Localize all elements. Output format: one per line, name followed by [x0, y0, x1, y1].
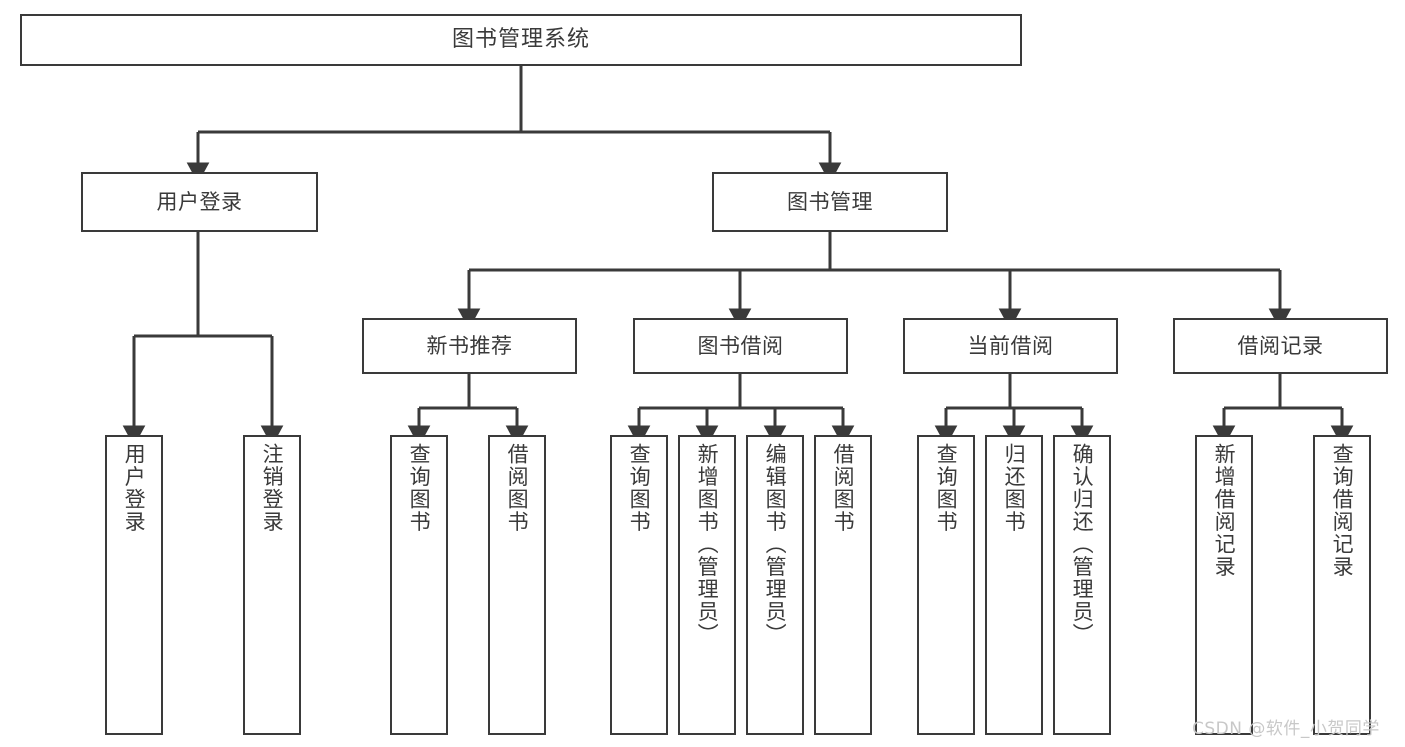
leaf-add-book[interactable]: 新增图书（管理员） [678, 435, 736, 735]
node-current-borrow[interactable]: 当前借阅 [903, 318, 1118, 374]
leaf-confirm-return-label: 确认归还（管理员） [1070, 443, 1095, 646]
node-borrow-record[interactable]: 借阅记录 [1173, 318, 1388, 374]
leaf-logout-label: 注销登录 [260, 443, 285, 533]
node-book-manage-label: 图书管理 [787, 189, 873, 214]
leaf-borrow-book-2[interactable]: 借阅图书 [814, 435, 872, 735]
leaf-confirm-return[interactable]: 确认归还（管理员） [1053, 435, 1111, 735]
leaf-edit-book[interactable]: 编辑图书（管理员） [746, 435, 804, 735]
leaf-query-book-1[interactable]: 查询图书 [390, 435, 448, 735]
node-root[interactable]: 图书管理系统 [20, 14, 1022, 66]
leaf-query-record-label: 查询借阅记录 [1330, 443, 1355, 578]
node-user-login-label: 用户登录 [156, 189, 243, 214]
node-current-borrow-label: 当前借阅 [967, 333, 1054, 358]
leaf-borrow-book-1[interactable]: 借阅图书 [488, 435, 546, 735]
node-book-borrow-label: 图书借阅 [697, 333, 784, 358]
leaf-return-book[interactable]: 归还图书 [985, 435, 1043, 735]
leaf-query-book-1-label: 查询图书 [407, 443, 432, 533]
node-new-book-recommend-label: 新书推荐 [426, 333, 513, 358]
leaf-user-login[interactable]: 用户登录 [105, 435, 163, 735]
leaf-add-book-label: 新增图书（管理员） [695, 443, 720, 646]
leaf-borrow-book-1-label: 借阅图书 [505, 443, 530, 533]
node-new-book-recommend[interactable]: 新书推荐 [362, 318, 577, 374]
node-borrow-record-label: 借阅记录 [1237, 333, 1324, 358]
leaf-logout[interactable]: 注销登录 [243, 435, 301, 735]
csdn-watermark: CSDN @软件_小贺同学 [1192, 719, 1380, 739]
leaf-query-book-3-label: 查询图书 [934, 443, 959, 533]
node-user-login[interactable]: 用户登录 [81, 172, 318, 232]
node-root-label: 图书管理系统 [451, 27, 590, 53]
leaf-edit-book-label: 编辑图书（管理员） [763, 443, 788, 646]
leaf-return-book-label: 归还图书 [1002, 443, 1027, 533]
node-book-manage[interactable]: 图书管理 [712, 172, 948, 232]
node-book-borrow[interactable]: 图书借阅 [633, 318, 848, 374]
leaf-query-book-2[interactable]: 查询图书 [610, 435, 668, 735]
leaf-query-book-2-label: 查询图书 [627, 443, 652, 533]
leaf-query-book-3[interactable]: 查询图书 [917, 435, 975, 735]
leaf-add-record[interactable]: 新增借阅记录 [1195, 435, 1253, 735]
leaf-query-record[interactable]: 查询借阅记录 [1313, 435, 1371, 735]
leaf-user-login-label: 用户登录 [122, 443, 147, 533]
leaf-add-record-label: 新增借阅记录 [1212, 443, 1237, 578]
leaf-borrow-book-2-label: 借阅图书 [831, 443, 856, 533]
